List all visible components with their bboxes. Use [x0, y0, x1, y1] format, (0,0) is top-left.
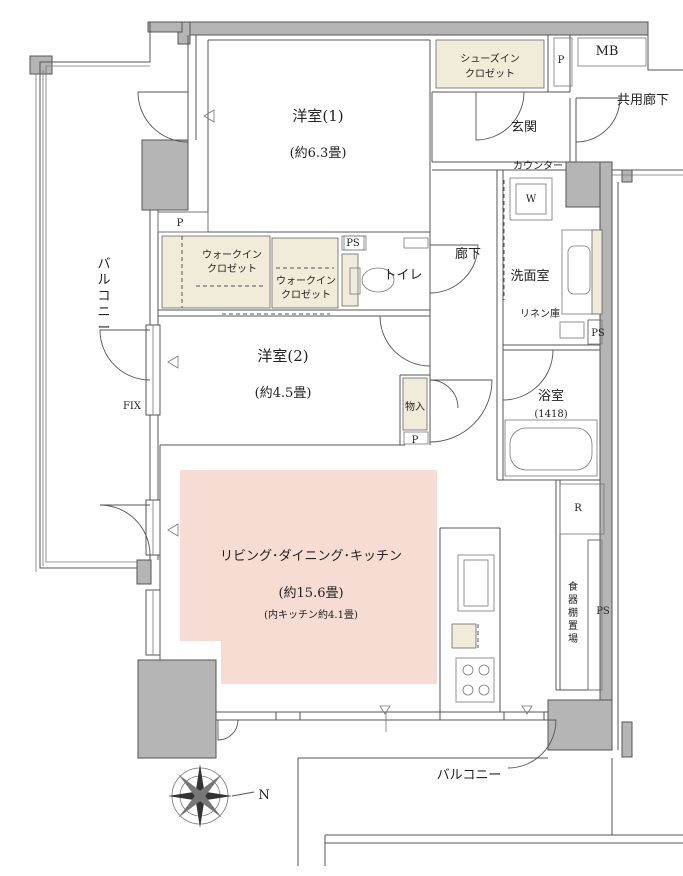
bath-size-label: (1418)	[534, 409, 567, 420]
balcony-left	[35, 22, 151, 572]
common-corridor-edge	[612, 22, 683, 176]
walk-in-closet-1	[161, 235, 271, 309]
balcony-side-char-3: コ	[97, 289, 110, 304]
corridor-label: 廊下	[455, 246, 481, 262]
compass-rose-icon	[168, 764, 255, 828]
structural-walls	[29, 21, 649, 759]
pantry-char-2: 器	[568, 594, 578, 606]
pantry-char-4: 置	[568, 620, 578, 632]
storage-label: 物入	[405, 400, 425, 413]
pantry-char-5: 場	[568, 632, 578, 645]
doors	[99, 91, 621, 769]
ps-label-kitchen: PS	[596, 606, 610, 617]
balcony-side-char-2: ル	[97, 273, 110, 288]
wic1-label-2: クロゼット	[207, 263, 257, 275]
ldk-note: (内キッチン約4.1畳)	[264, 608, 358, 621]
fridge-label: R	[574, 503, 582, 514]
balcony-bottom-label: バルコニー	[437, 768, 502, 783]
ldk-floor-highlight	[180, 470, 437, 684]
p-label-western: P	[177, 218, 184, 229]
balcony-side-char-5: ー	[97, 321, 110, 336]
p-label-storage: P	[412, 435, 419, 446]
linen-label: リネン庫	[520, 307, 560, 320]
labels: 洋室(1) (約6.3畳) 洋室(2) (約4.5畳) リビング･ダイニング･キ…	[97, 44, 669, 803]
ldk-size: (約15.6畳)	[278, 586, 343, 601]
closets	[161, 39, 545, 431]
storage-closet	[402, 377, 428, 431]
shoe-closet-label-1: シューズイン	[460, 52, 520, 65]
pantry-char-1: 食	[568, 580, 578, 593]
washer-label: W	[526, 194, 537, 205]
bath-label: 浴室	[538, 388, 564, 404]
ps-label-toilet: PS	[346, 238, 360, 249]
balcony-side-char-1: バ	[97, 257, 110, 272]
fixtures	[157, 37, 647, 703]
p-label-entrance: P	[558, 55, 565, 66]
pantry-char-3: 棚	[568, 606, 578, 619]
washroom-label: 洗面室	[510, 268, 549, 284]
western1-size: (約6.3畳)	[290, 146, 347, 161]
fix-label: FIX	[123, 401, 142, 412]
walk-in-closet-2	[271, 237, 339, 309]
shoe-closet-label-2: クロゼット	[465, 68, 515, 80]
mb-label: MB	[596, 44, 619, 59]
western2-name: 洋室(2)	[257, 347, 308, 365]
north-label: N	[258, 788, 269, 803]
western2-size: (約4.5畳)	[255, 386, 312, 401]
common-corridor-label: 共用廊下	[617, 92, 669, 108]
wic1-label-1: ウォークイン	[202, 249, 262, 261]
ps-label-wash: PS	[591, 328, 605, 339]
counter-label: カウンター	[513, 160, 563, 172]
windows	[145, 324, 545, 732]
western1-name: 洋室(1)	[292, 107, 343, 125]
entrance-label: 玄関	[511, 120, 537, 135]
toilet-label: トイレ	[383, 268, 422, 283]
wic2-label-1: ウォークイン	[276, 275, 336, 287]
window-markers	[167, 109, 533, 715]
wic2-label-2: クロゼット	[281, 289, 331, 301]
ldk-name: リビング･ダイニング･キッチン	[220, 549, 402, 564]
balcony-bottom	[297, 757, 683, 866]
balcony-side-char-4: ニ	[97, 305, 110, 320]
shoe-in-closet	[435, 39, 545, 89]
